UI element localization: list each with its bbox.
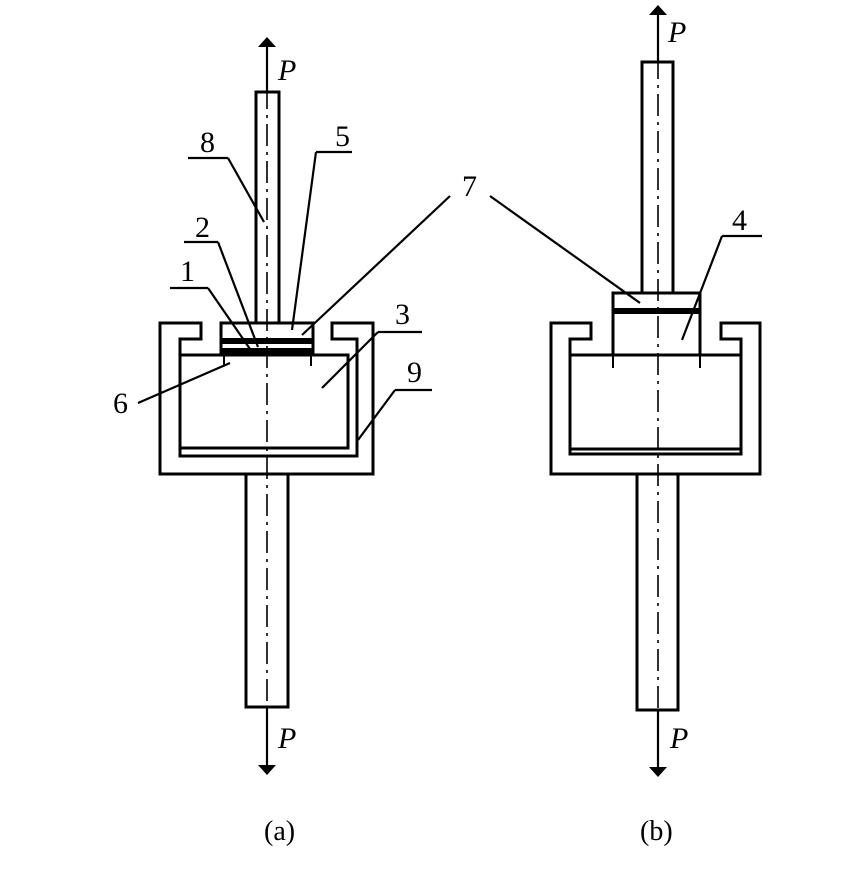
caption-b: (b) <box>640 816 673 847</box>
force-label-bottom-b: P <box>669 722 688 755</box>
label-4: 4 <box>732 204 747 237</box>
label-5: 5 <box>335 120 350 153</box>
plunger-4 <box>611 291 702 368</box>
label-9: 9 <box>407 356 422 389</box>
leader-5: 5 <box>290 120 352 331</box>
label-8: 8 <box>200 126 215 159</box>
inner-body-3 <box>178 353 350 450</box>
leader-8: 8 <box>188 126 265 223</box>
leader-2: 2 <box>184 211 260 348</box>
inner-body-b <box>568 353 743 451</box>
figure-b: P P 4 (b) <box>549 5 762 847</box>
force-label-bottom-a: P <box>277 722 296 755</box>
label-7: 7 <box>462 170 477 203</box>
label-3: 3 <box>395 298 410 331</box>
leader-7: 7 <box>301 170 641 336</box>
force-label-top-b: P <box>667 16 686 49</box>
force-label-top-a: P <box>277 54 296 87</box>
figure-a: P P 8 5 2 1 3 9 <box>113 37 432 847</box>
label-1: 1 <box>180 255 195 288</box>
label-2: 2 <box>195 211 210 244</box>
leader-1: 1 <box>170 255 251 350</box>
label-6: 6 <box>113 387 128 420</box>
leader-6: 6 <box>113 361 231 420</box>
housing-b <box>549 321 762 476</box>
leader-3: 3 <box>321 298 422 389</box>
leader-4: 4 <box>680 204 762 341</box>
caption-a: (a) <box>264 816 295 847</box>
housing-9 <box>158 321 375 476</box>
leader-9: 9 <box>357 356 432 441</box>
